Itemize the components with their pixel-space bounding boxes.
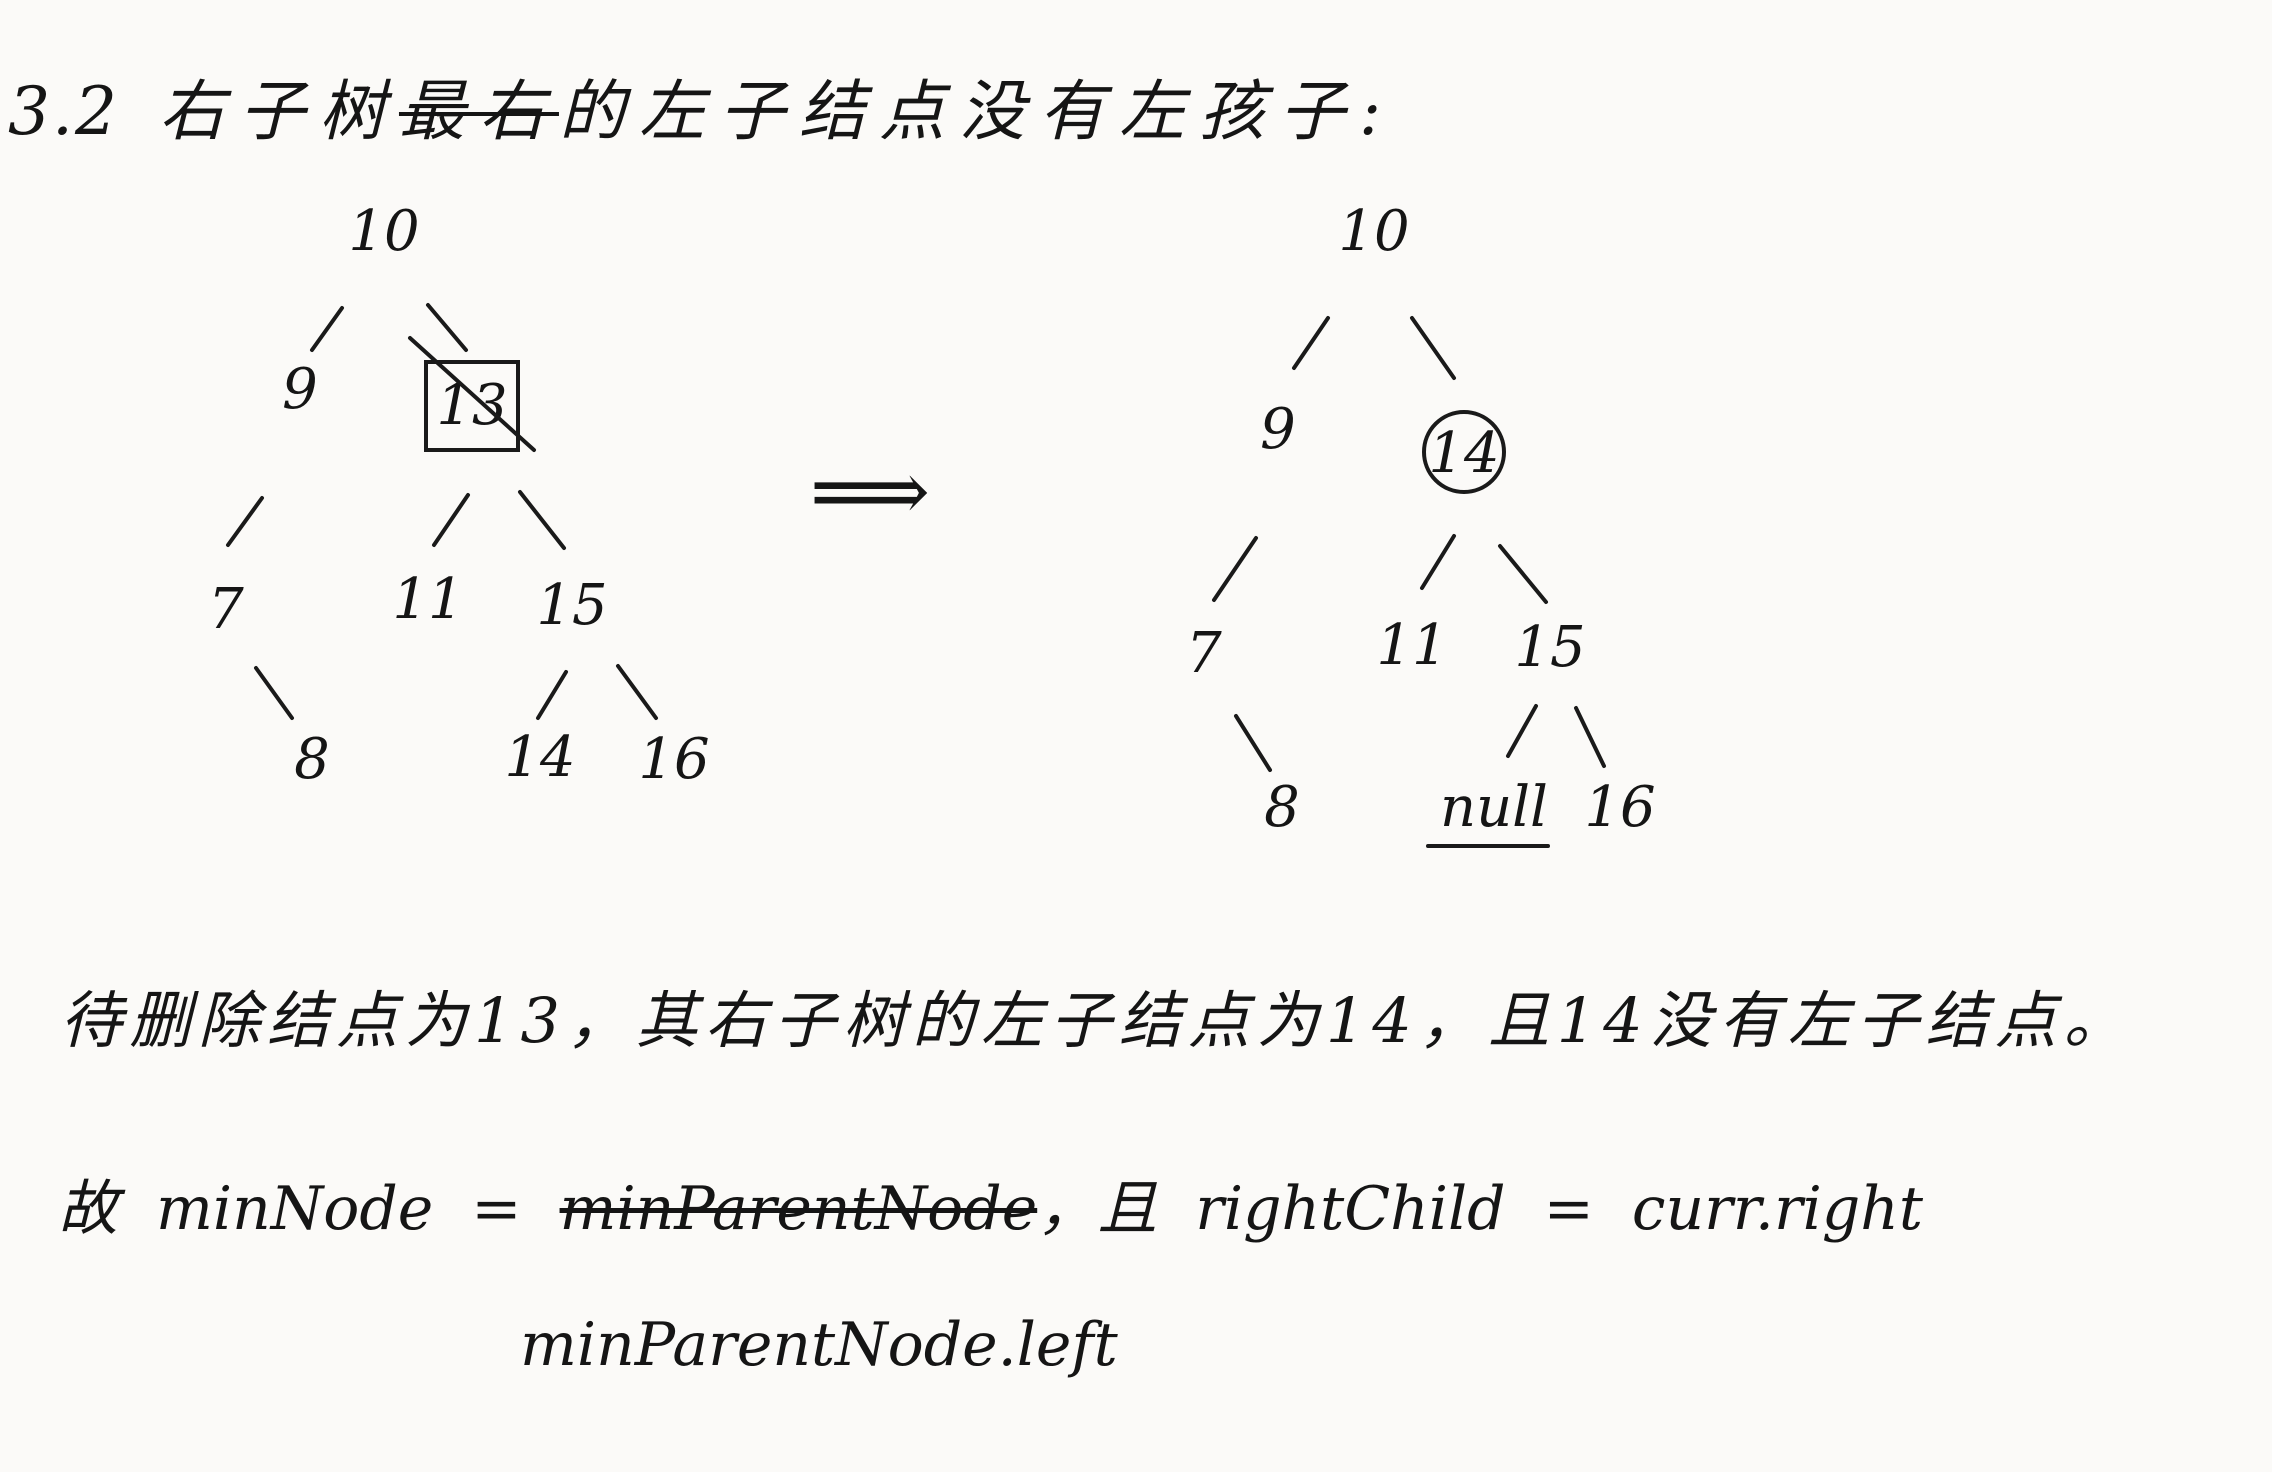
heading-number: 3.2 — [8, 73, 119, 150]
heading-crossed-out: 最右 — [398, 73, 559, 150]
heading: 3.2 右子树最右的左子结点没有左孩子: — [8, 58, 1395, 154]
deleted-node-box — [424, 360, 520, 452]
code-equals: = — [471, 1174, 522, 1244]
edge-15-16 — [616, 664, 658, 720]
node-7-after: 7 — [1186, 621, 1222, 686]
edge-15-14 — [536, 670, 568, 720]
description-line: 待删除结点为13，其右子树的左子结点为14，且14没有左子结点。 — [60, 984, 2133, 1057]
edge-7-8-after — [1234, 714, 1272, 772]
code-line-2: minParentNode.left — [520, 1310, 1118, 1380]
edge-10-13 — [426, 303, 468, 352]
edge-7-8 — [254, 666, 294, 720]
edge-13-15 — [518, 490, 566, 550]
edge-14-15-after — [1498, 544, 1548, 604]
tree-after: 10 9 14 7 11 15 8 null 16 — [1186, 199, 1656, 848]
node-15-after: 15 — [1514, 615, 1585, 680]
edge-9-7-after — [1212, 536, 1258, 602]
edge-9-7 — [226, 496, 264, 547]
code-line-1: 故 minNode = minParentNode，且 rightChild = curr.… — [58, 1160, 1923, 1247]
code-prefix: 故 — [58, 1174, 118, 1244]
edge-10-9-after — [1292, 316, 1330, 370]
node-11: 11 — [392, 567, 463, 632]
node-7: 7 — [208, 577, 244, 642]
tree-before: 10 9 13 7 11 15 8 14 16 — [208, 199, 709, 792]
node-15: 15 — [536, 573, 607, 638]
node-13-strike-mark — [408, 336, 536, 452]
node-16: 16 — [638, 727, 709, 792]
heading-text-after: 的左子结点没有左孩子: — [558, 73, 1396, 150]
heading-text-before: 右子树 — [158, 73, 399, 150]
node-9-after: 9 — [1260, 397, 1296, 462]
code-lhs: minNode — [156, 1174, 434, 1244]
node-13: 13 — [436, 373, 507, 438]
node-9: 9 — [282, 357, 318, 422]
edge-15-null-after — [1506, 704, 1538, 758]
code-equals-2: = — [1543, 1174, 1594, 1244]
edge-10-9 — [310, 306, 344, 352]
replacement-node-circle — [1422, 410, 1506, 494]
node-null-after: null — [1440, 775, 1548, 840]
node-10: 10 — [348, 199, 419, 264]
edge-13-11 — [432, 493, 470, 547]
transform-arrow: ⟹ — [810, 442, 930, 540]
node-11-after: 11 — [1376, 613, 1447, 678]
code-crossed-out: minParentNode — [559, 1174, 1038, 1244]
code-rhs-value: curr.right — [1631, 1174, 1923, 1244]
node-10-after: 10 — [1338, 199, 1409, 264]
edge-14-11-after — [1420, 534, 1456, 590]
node-8-after: 8 — [1264, 775, 1300, 840]
node-16-after: 16 — [1584, 775, 1655, 840]
code-separator: ，且 — [1037, 1174, 1158, 1244]
node-8: 8 — [294, 727, 330, 792]
edge-15-16-after — [1574, 706, 1606, 768]
node-14: 14 — [504, 725, 575, 790]
code-rhs-name: rightChild — [1195, 1174, 1506, 1244]
edge-10-14-after — [1410, 316, 1456, 380]
node-14-after: 14 — [1428, 421, 1499, 486]
